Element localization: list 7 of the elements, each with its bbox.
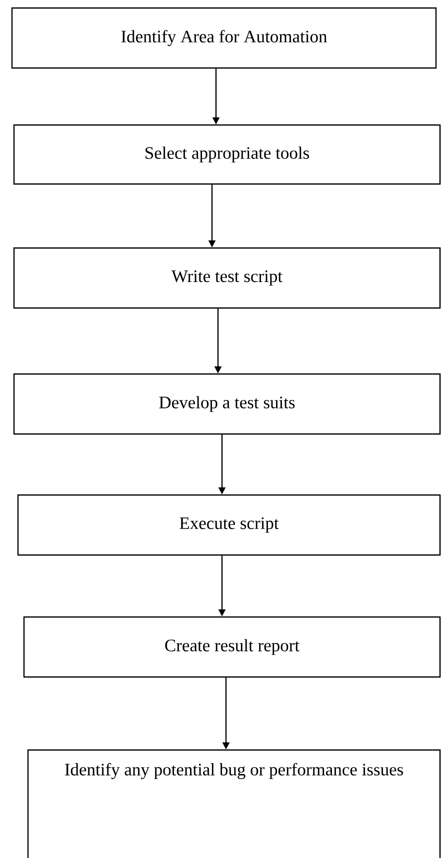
process-box: Identify any potential bug or performance issues [27,749,441,858]
process-box: Identify Area for Automation [11,7,437,69]
process-box: Write test script [13,247,441,309]
process-box: Select appropriate tools [13,124,441,185]
process-box: Develop a test suits [13,373,441,435]
process-box: Execute script [17,494,441,556]
process-box: Create result report [23,616,441,678]
